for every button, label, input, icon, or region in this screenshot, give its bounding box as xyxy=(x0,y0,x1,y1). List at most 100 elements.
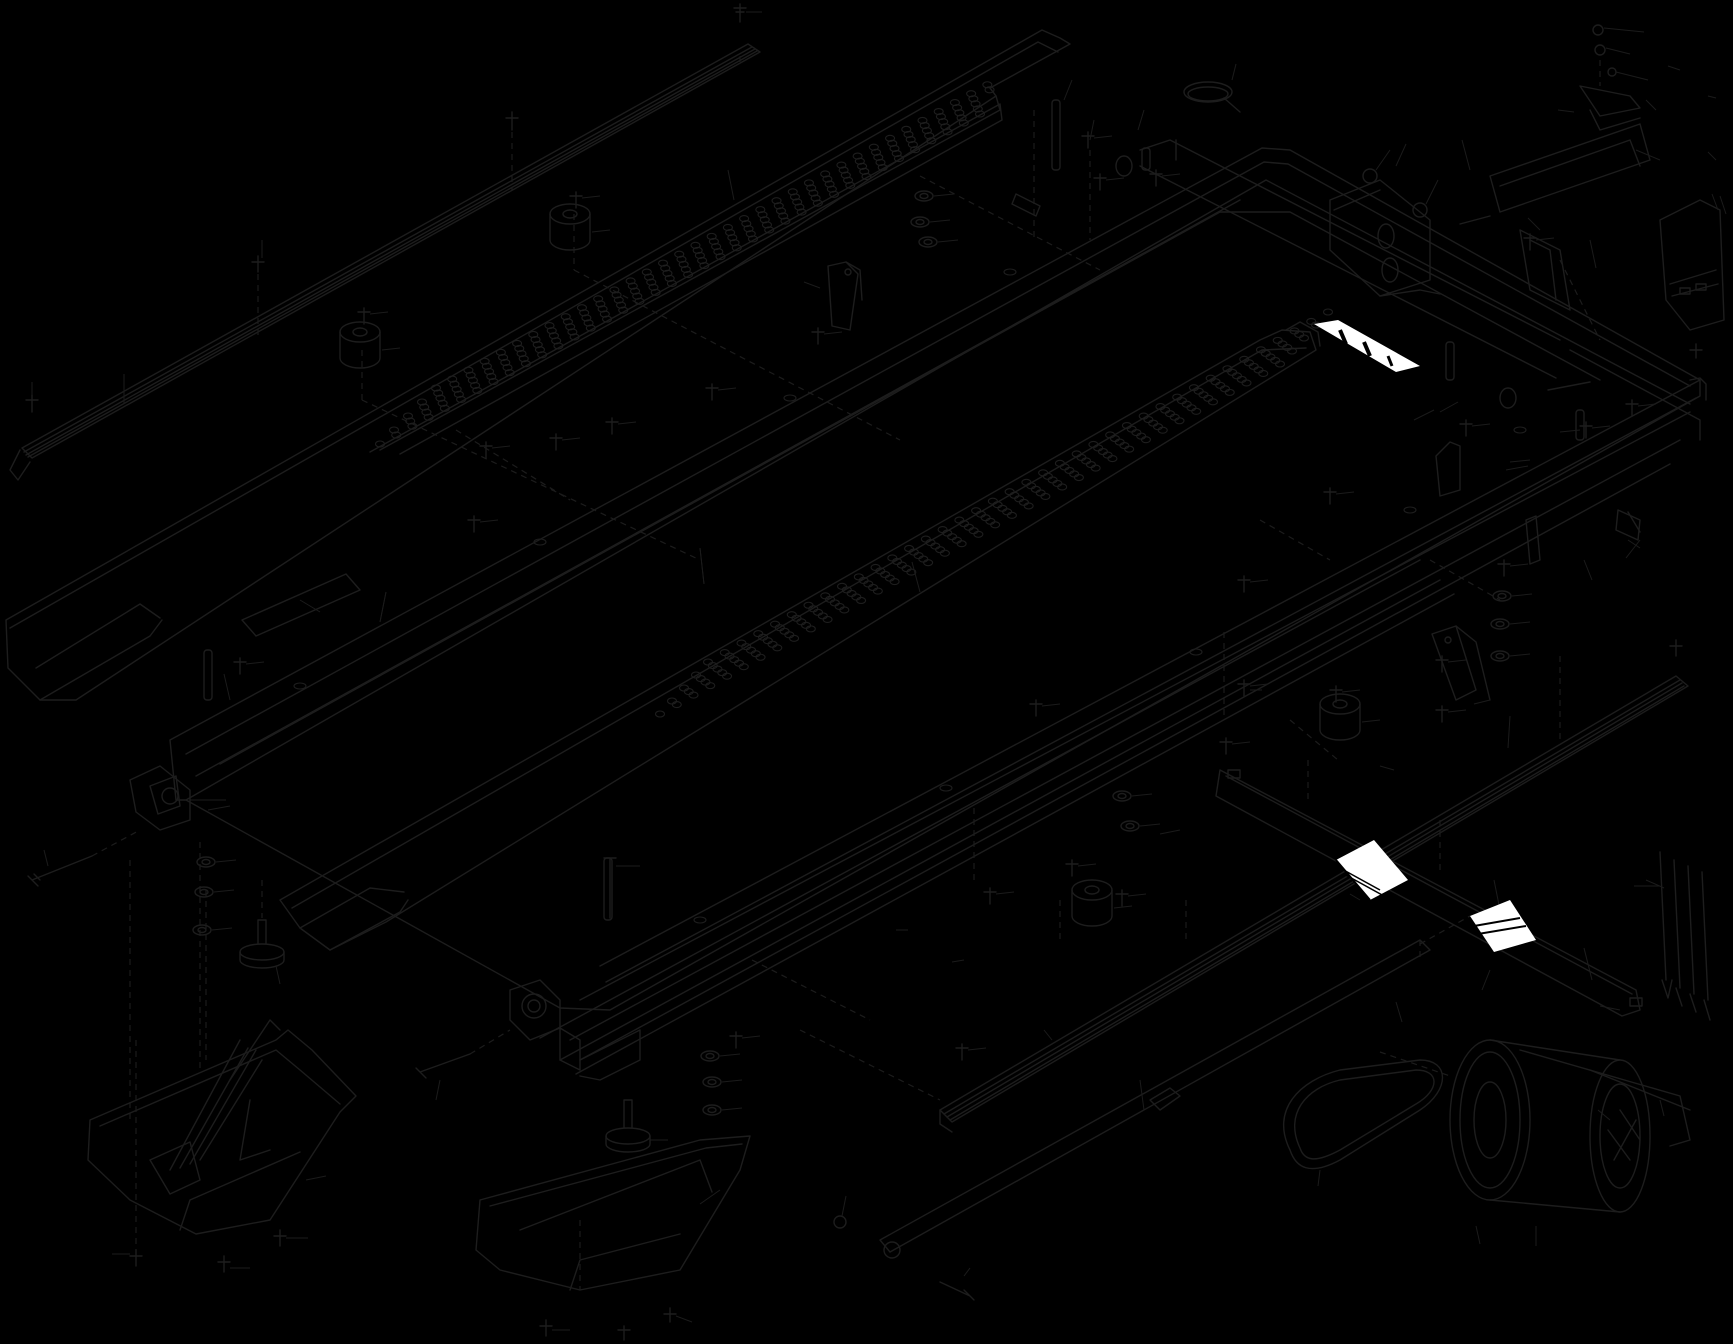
perforation-hole xyxy=(613,296,624,304)
pin-icon xyxy=(1051,99,1061,171)
bolt-icon xyxy=(27,829,141,887)
perforation-hole xyxy=(1277,340,1288,348)
perforation-hole xyxy=(906,568,917,576)
leader-line xyxy=(223,673,231,701)
leader-line xyxy=(929,219,951,223)
leader-line xyxy=(1447,709,1467,713)
perforation-hole xyxy=(829,190,840,198)
leader-line xyxy=(1105,177,1125,181)
pin-icon xyxy=(1575,409,1585,441)
screw-icon xyxy=(1029,699,1043,717)
perforation-hole xyxy=(569,333,580,341)
perforation-hole xyxy=(868,143,879,151)
leader-line xyxy=(1509,563,1529,567)
leader-line xyxy=(1475,1225,1481,1245)
perforation-hole xyxy=(896,561,907,569)
perforation-hole xyxy=(1131,429,1142,437)
perforation-hole xyxy=(889,578,900,586)
perforation-hole xyxy=(822,175,833,183)
leader-line xyxy=(1645,879,1665,889)
screw-icon xyxy=(811,327,825,345)
perforation-hole xyxy=(447,375,458,383)
perforation-hole xyxy=(486,372,497,381)
leader-line xyxy=(211,927,233,931)
isolator-pad-hole xyxy=(352,327,368,337)
isolator-pad-body xyxy=(549,213,591,251)
perforation-hole xyxy=(374,440,386,448)
perforation-hole xyxy=(1231,372,1243,380)
perforation-hole xyxy=(1140,436,1151,444)
leader-line xyxy=(1481,969,1491,991)
perforation-hole xyxy=(987,497,998,505)
perforation-hole xyxy=(1064,466,1075,474)
screw-icon xyxy=(1557,24,1661,161)
leader-line xyxy=(1505,465,1529,471)
screw-icon xyxy=(1219,737,1233,755)
leader-line xyxy=(1527,217,1541,231)
leader-line xyxy=(379,591,387,623)
perforation-hole xyxy=(780,217,791,225)
screw-icon xyxy=(1459,419,1473,437)
isolator-pad xyxy=(339,321,381,343)
perforation-hole xyxy=(868,583,879,592)
perforation-hole xyxy=(465,371,476,379)
perforation-hole xyxy=(905,135,916,144)
perforation-hole xyxy=(662,269,673,277)
perforation-hole xyxy=(1124,445,1135,453)
leader-line xyxy=(1509,621,1531,625)
leader-line xyxy=(1161,173,1181,177)
perforation-hole xyxy=(877,163,888,172)
front-roller xyxy=(129,765,226,831)
screw-icon xyxy=(1435,655,1449,673)
screw-icon xyxy=(1523,233,1537,251)
perforation-hole xyxy=(875,158,886,166)
washer-icon xyxy=(702,1104,722,1116)
perforation-hole xyxy=(745,230,756,238)
leader-line xyxy=(937,239,959,243)
perforation-hole xyxy=(954,516,965,524)
perforation-hole xyxy=(920,535,931,543)
perforation-hole xyxy=(1157,426,1168,434)
leader-line xyxy=(699,547,705,585)
washer-icon xyxy=(1120,820,1140,832)
leader-line xyxy=(1637,403,1657,407)
perforation-hole xyxy=(958,119,969,127)
perforation-hole xyxy=(1002,508,1013,516)
leader-line xyxy=(1131,793,1153,797)
perforation-hole xyxy=(1114,438,1125,446)
perforation-hole xyxy=(840,171,851,179)
perforation-hole xyxy=(935,113,946,121)
perforation-hole xyxy=(641,268,652,276)
perforation-hole xyxy=(694,251,705,260)
perforation-hole xyxy=(518,355,529,363)
perforation-hole xyxy=(826,185,837,193)
perforation-hole xyxy=(924,132,935,140)
bolts xyxy=(203,81,1657,1061)
screw-icon xyxy=(1497,559,1511,577)
perforation-hole xyxy=(901,565,912,573)
leader-line xyxy=(581,195,601,199)
perforation-hole xyxy=(579,309,590,317)
perforation-hole xyxy=(973,530,984,538)
perforation-hole xyxy=(657,259,669,267)
perforation-hole xyxy=(893,155,904,163)
perforation-hole xyxy=(1272,336,1283,344)
perforation-hole xyxy=(923,559,934,567)
perforation-hole xyxy=(951,536,962,544)
perforation-hole xyxy=(891,149,902,158)
leader-line xyxy=(213,889,235,893)
pin-icon xyxy=(203,649,213,701)
left-foot-rail xyxy=(9,43,761,481)
leader-line xyxy=(1471,423,1491,427)
perforation-hole xyxy=(887,554,898,562)
perforation-hole xyxy=(1006,511,1017,519)
isolator-pad-hole xyxy=(1332,699,1348,709)
perforation-hole xyxy=(467,376,478,384)
perforation-hole xyxy=(708,237,719,246)
perforation-hole xyxy=(930,542,941,550)
leader-line xyxy=(1249,579,1269,583)
perforation-hole xyxy=(1152,423,1163,431)
perforation-hole xyxy=(1219,385,1231,393)
perforation-hole xyxy=(1143,416,1154,424)
